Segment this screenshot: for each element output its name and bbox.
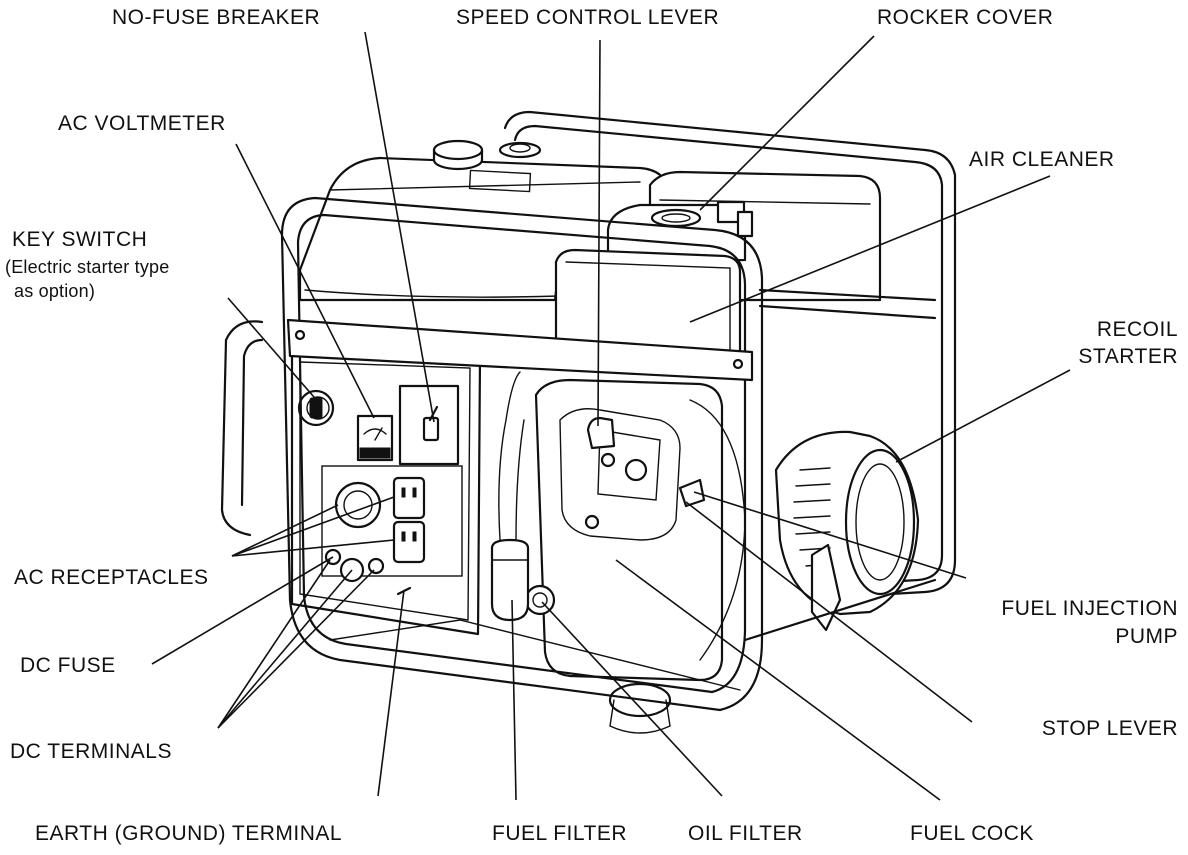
recoil-starter	[774, 430, 920, 632]
label-recoil-starter-1: RECOIL	[1096, 318, 1178, 341]
label-earth-ground-terminal: EARTH (GROUND) TERMINAL	[35, 822, 343, 845]
label-oil-filter: OIL FILTER	[688, 822, 803, 845]
label-key-switch-note-1: (Electric starter type	[5, 257, 170, 277]
label-air-cleaner: AIR CLEANER	[969, 148, 1115, 171]
label-key-switch: KEY SWITCH	[12, 228, 148, 251]
leader-lines	[151, 31, 1071, 801]
label-stop-lever: STOP LEVER	[1041, 717, 1178, 740]
rear-frame	[503, 110, 957, 596]
label-key-switch-note-2: as option)	[14, 281, 96, 301]
label-rocker-cover: ROCKER COVER	[877, 6, 1054, 29]
front-frame	[280, 196, 937, 712]
label-no-fuse-breaker: NO-FUSE BREAKER	[112, 6, 321, 29]
label-fuel-filter: FUEL FILTER	[492, 822, 628, 845]
label-fuel-cock: FUEL COCK	[910, 822, 1034, 845]
label-speed-control-lever: SPEED CONTROL LEVER	[456, 6, 720, 29]
label-fuel-injection-pump-1: FUEL INJECTION	[1001, 597, 1178, 620]
label-ac-receptacles: AC RECEPTACLES	[14, 566, 209, 589]
label-dc-fuse: DC FUSE	[20, 654, 116, 677]
label-recoil-starter-2: STARTER	[1078, 345, 1178, 368]
label-dc-terminals: DC TERMINALS	[10, 740, 172, 763]
label-fuel-injection-pump-2: PUMP	[1115, 625, 1178, 648]
label-ac-voltmeter: AC VOLTMETER	[58, 112, 226, 135]
control-panel	[220, 320, 482, 636]
